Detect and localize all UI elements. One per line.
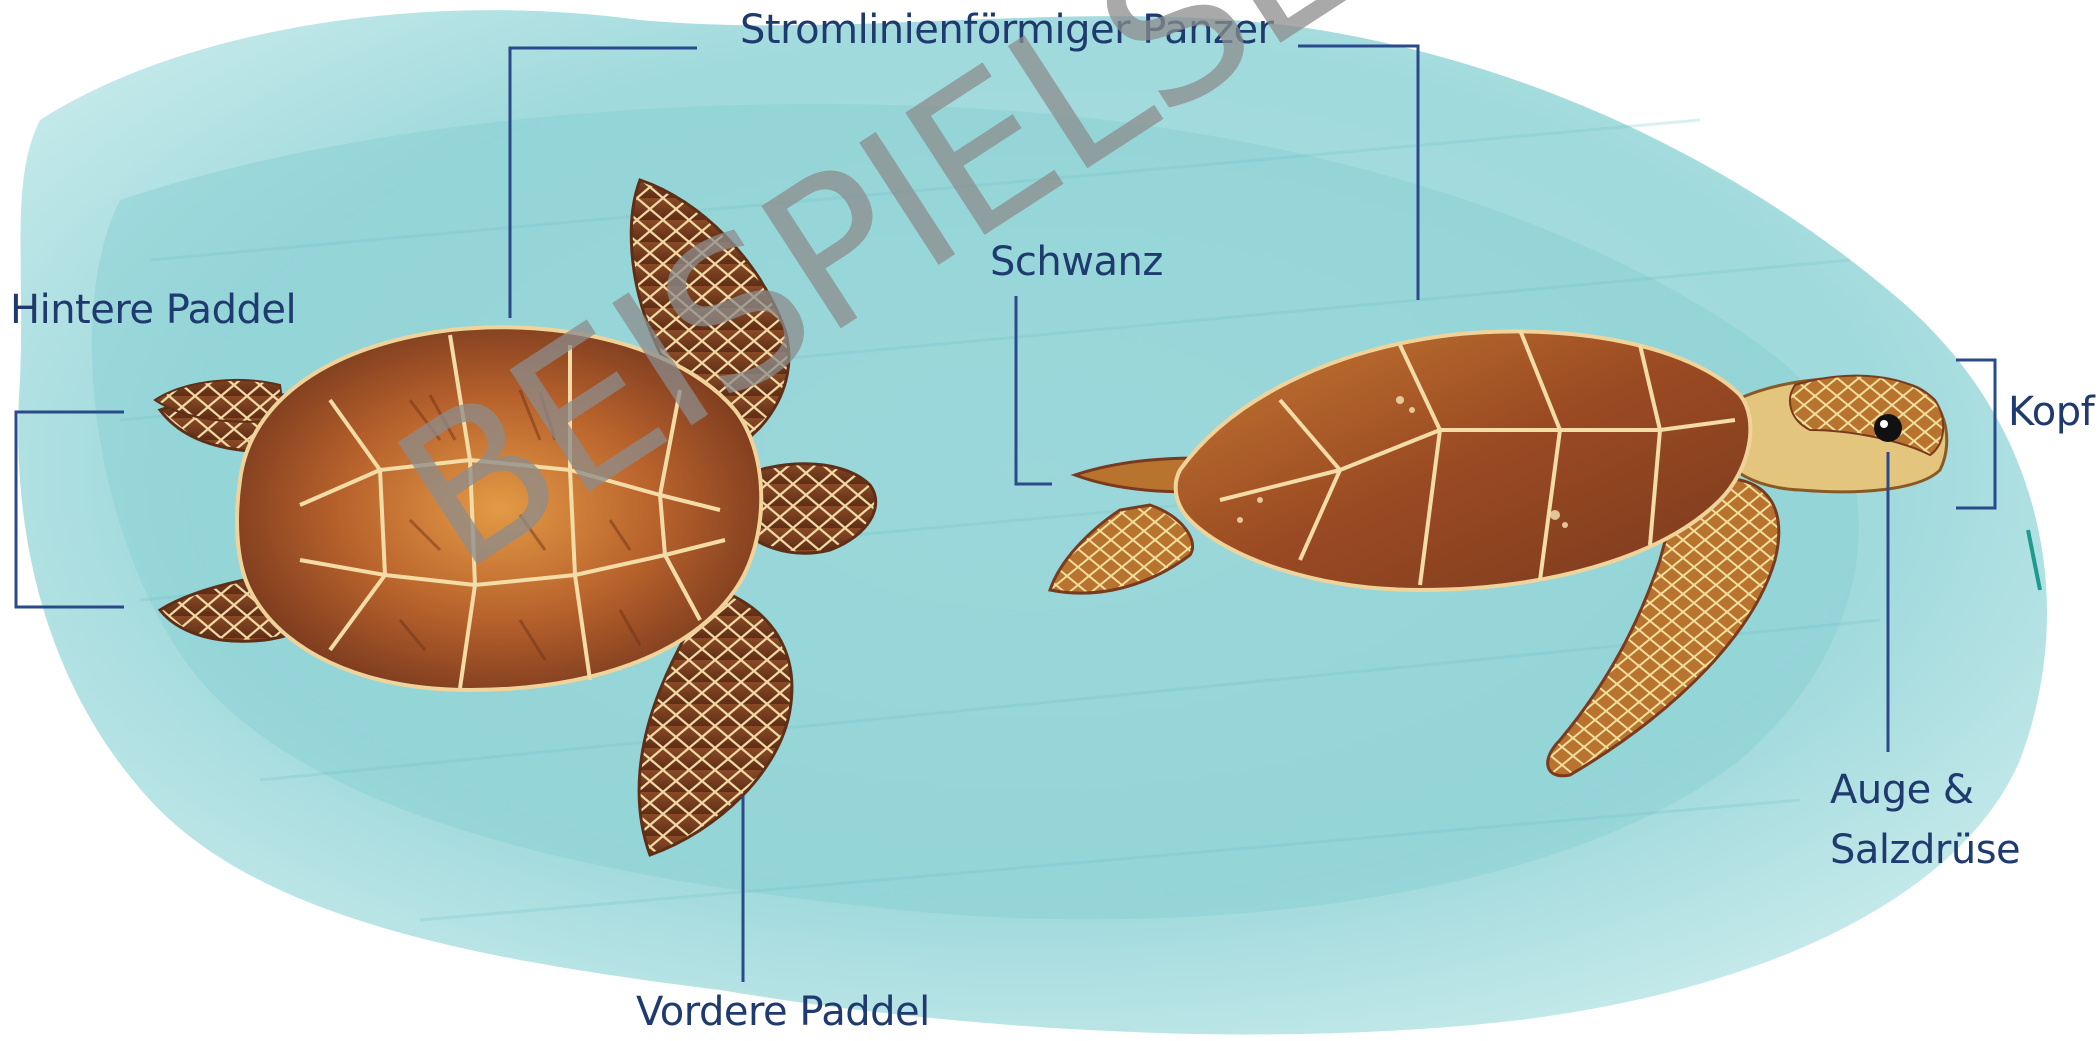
label-eye-salt-gland: Auge & Salzdrüse <box>1830 760 2020 880</box>
label-hind-flippers: Hintere Paddel <box>10 290 296 330</box>
eye-highlight <box>1880 420 1888 428</box>
label-head: Kopf <box>2008 392 2094 432</box>
label-eye-line2: Salzdrüse <box>1830 820 2020 880</box>
shell-top-view <box>237 327 761 690</box>
label-tail: Schwanz <box>990 242 1163 282</box>
label-shell: Stromlinienförmiger Panzer <box>740 10 1274 50</box>
label-eye-line1: Auge & <box>1830 760 2020 820</box>
label-front-flippers: Vordere Paddel <box>636 992 930 1032</box>
eye-icon <box>1874 414 1902 442</box>
